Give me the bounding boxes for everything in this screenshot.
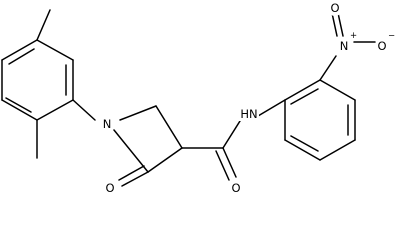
lactam-carbonyl-bond bbox=[118, 165, 145, 181]
bond bbox=[5, 97, 32, 113]
bond bbox=[284, 139, 321, 161]
lactam-oxygen-label: O bbox=[105, 181, 114, 195]
bond bbox=[284, 79, 321, 101]
nitro-group bbox=[331, 12, 376, 43]
nitro-oxygen-right-charge: − bbox=[388, 31, 395, 41]
n-o-double-bond bbox=[331, 12, 338, 37]
atom-labels: N O HN O N + O O − bbox=[99, 1, 395, 195]
lactam-carbonyl-bond bbox=[121, 171, 149, 187]
nitro-nitrogen-label: N bbox=[340, 39, 349, 53]
bond bbox=[290, 135, 319, 152]
bond bbox=[36, 99, 74, 121]
bond bbox=[290, 88, 319, 105]
ring-nitrogen-label: N bbox=[103, 117, 112, 131]
amide-nh-label: HN bbox=[240, 107, 257, 121]
bond bbox=[257, 99, 286, 117]
nitro-oxygen-top-label: O bbox=[330, 1, 339, 15]
nitro-nitrogen-charge: + bbox=[350, 31, 357, 41]
bond bbox=[119, 105, 157, 121]
c-nitro-bond bbox=[319, 55, 337, 81]
amide-carbonyl-bond bbox=[215, 150, 230, 181]
bond bbox=[36, 39, 74, 61]
bond bbox=[155, 105, 183, 149]
bond bbox=[319, 79, 356, 101]
nitro-oxygen-right-label: O bbox=[377, 39, 386, 53]
methyl-bond-top bbox=[36, 9, 51, 41]
bond bbox=[113, 129, 149, 173]
aryl-n-bond bbox=[72, 99, 96, 121]
amide-oxygen-label: O bbox=[231, 181, 240, 195]
bond bbox=[319, 139, 356, 161]
bond bbox=[1, 39, 38, 61]
dimethylphenyl-ring bbox=[1, 9, 96, 159]
bond bbox=[147, 147, 183, 173]
bond bbox=[8, 48, 35, 65]
carboxamide-group bbox=[181, 99, 286, 181]
molecule-structure-diagram: N O HN O N + O O − bbox=[1, 1, 395, 195]
bond bbox=[1, 99, 38, 121]
amide-carbonyl-bond bbox=[222, 147, 237, 178]
bond bbox=[222, 120, 241, 149]
nitrophenyl-ring bbox=[284, 55, 356, 161]
pyrrolidinone-ring bbox=[113, 105, 183, 187]
n-o-double-bond bbox=[337, 12, 344, 37]
